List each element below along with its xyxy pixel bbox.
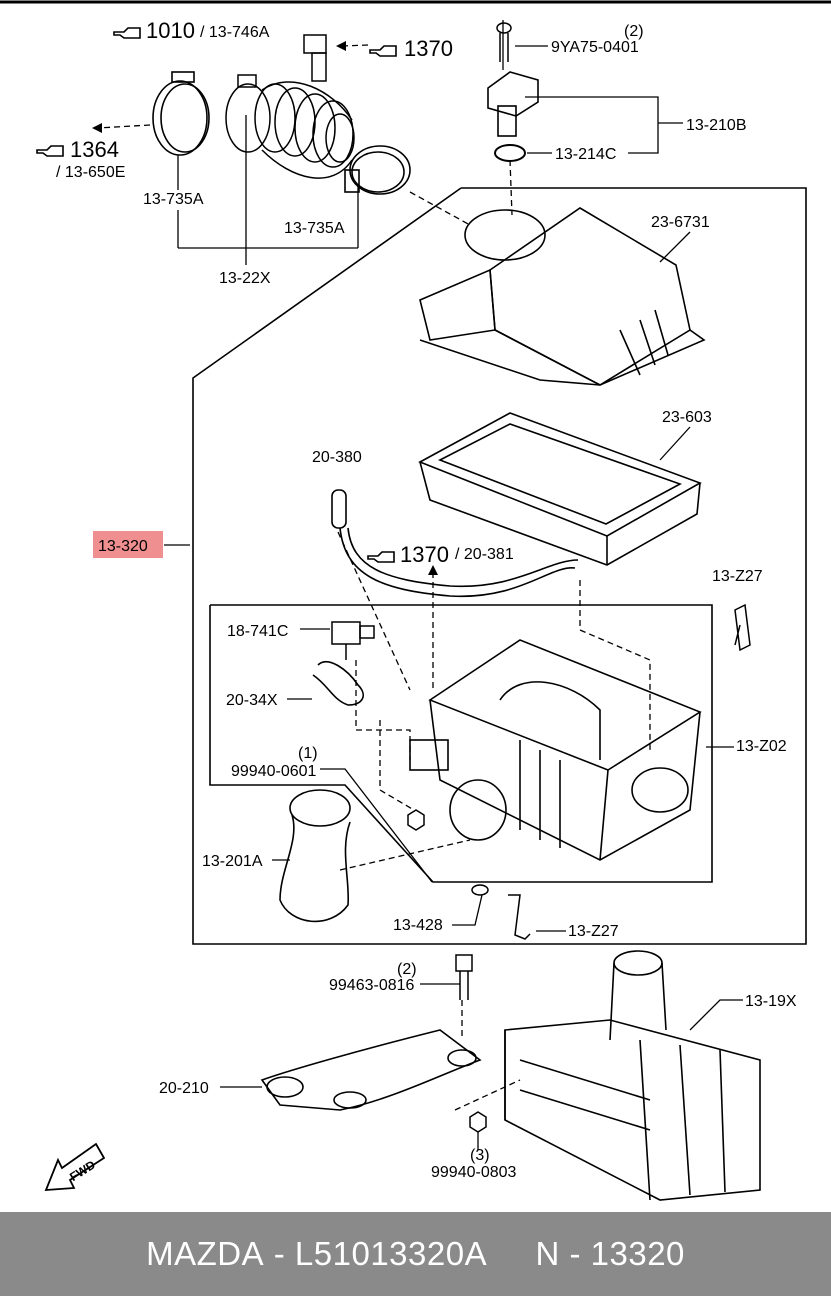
vacuum-hose-part [331, 489, 579, 598]
nut-part [407, 809, 425, 831]
code-text: 13320 [590, 1235, 685, 1272]
label-13-214C[interactable]: 13-214C [555, 146, 616, 163]
separator-text: - [264, 1235, 295, 1272]
highlight-box [93, 531, 163, 558]
clip-parts [471, 884, 531, 940]
quantity-3: (3) [470, 1147, 490, 1164]
air-duct-part [279, 789, 351, 923]
label-13-19X[interactable]: 13-19X [745, 993, 797, 1010]
leader-lines [164, 20, 743, 1150]
part-number-text: L51013320A [294, 1235, 488, 1272]
label-99463-0816[interactable]: 99463-0816 [329, 977, 415, 994]
quantity-2-bolt: (2) [397, 961, 417, 978]
label-99940-0803[interactable]: 99940-0803 [431, 1164, 517, 1181]
exploded-parts-diagram: 1010 / 13-746A 1370 1364 / 13-650E 13-73… [0, 0, 831, 1201]
hand-pointer-icon [36, 145, 64, 157]
sub-assembly-frame [209, 604, 713, 883]
quantity-1: (1) [298, 745, 318, 762]
label-20-210[interactable]: 20-210 [159, 1080, 209, 1097]
label-20-380[interactable]: 20-380 [312, 449, 362, 466]
label-13-22X[interactable]: 13-22X [219, 270, 271, 287]
ref-1370-mid[interactable]: 1370 [400, 542, 449, 567]
screw-part [496, 22, 512, 62]
label-20-381[interactable]: / 20-381 [455, 546, 514, 563]
label-23-603[interactable]: 23-603 [662, 409, 712, 426]
quantity-2-top: (2) [624, 23, 644, 40]
bracket-part [260, 1029, 482, 1111]
hose-20-34X-part [312, 661, 364, 706]
solenoid-valve-part [331, 621, 375, 660]
label-13-746A[interactable]: / 13-746A [200, 24, 270, 41]
forward-direction-icon: FWD [44, 1142, 106, 1192]
nut-part [469, 1111, 487, 1133]
label-13-735A-left[interactable]: 13-735A [143, 191, 204, 208]
label-13-Z27-top[interactable]: 13-Z27 [712, 568, 763, 585]
o-ring-part [494, 144, 526, 162]
hose-clamp-part [344, 145, 411, 195]
label-9YA75-0401[interactable]: 9YA75-0401 [551, 39, 639, 56]
label-13-320-highlighted[interactable]: 13-320 [98, 538, 148, 555]
code-prefix-text: N [535, 1235, 560, 1272]
label-13-428[interactable]: 13-428 [393, 917, 443, 934]
part-number-footer: MAZDA - L51013320A N - 13320 [0, 1212, 831, 1296]
air-filter-element-part [418, 412, 702, 566]
label-99940-0601[interactable]: 99940-0601 [231, 763, 317, 780]
air-cleaner-cover-part [419, 207, 706, 386]
label-23-6731[interactable]: 23-6731 [651, 214, 710, 231]
label-13-210B[interactable]: 13-210B [686, 117, 747, 134]
hand-pointer-icon [367, 551, 395, 563]
dashed-arrows [97, 44, 651, 1111]
label-18-741C[interactable]: 18-741C [227, 623, 288, 640]
air-cleaner-case-part [409, 639, 702, 861]
hose-clamp-part [152, 71, 210, 156]
label-20-34X[interactable]: 20-34X [226, 692, 278, 709]
separator-text: - [559, 1235, 591, 1272]
ref-1364[interactable]: 1364 [70, 137, 119, 162]
intake-hose-part [225, 74, 355, 179]
bolt-part [455, 954, 473, 1000]
air-flow-sensor-part [487, 71, 539, 137]
assembly-frame [192, 187, 807, 945]
gap-text [487, 1235, 535, 1273]
label-13-650E[interactable]: / 13-650E [56, 164, 125, 181]
label-13-Z27-bottom[interactable]: 13-Z27 [568, 923, 619, 940]
ref-1370-top[interactable]: 1370 [404, 36, 453, 61]
label-13-735A-right[interactable]: 13-735A [284, 220, 345, 237]
hand-pointer-icon [113, 27, 141, 39]
connector-part [303, 34, 327, 82]
ref-1010[interactable]: 1010 [146, 18, 195, 43]
label-13-201A[interactable]: 13-201A [202, 853, 263, 870]
brand-text: MAZDA [146, 1235, 265, 1272]
hose-clamp-13-Z27-part [734, 603, 751, 652]
resonator-part [504, 950, 761, 1201]
arrowheads [92, 41, 438, 575]
hand-pointer-icon [369, 45, 397, 57]
label-13-Z02[interactable]: 13-Z02 [736, 738, 787, 755]
